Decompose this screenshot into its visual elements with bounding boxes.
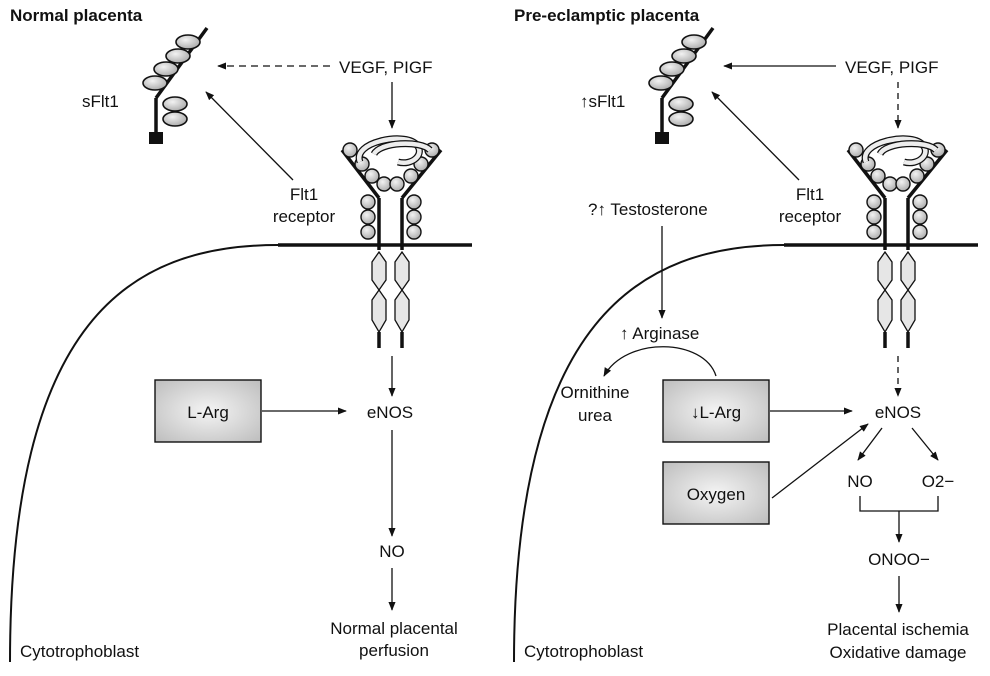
normal-vegf-label: VEGF, PIGF [339,58,433,77]
normal-flt1-label-line1: Flt1 [290,185,318,204]
arginase-label: ↑ Arginase [620,324,699,343]
normal-larg-label: L-Arg [187,403,229,422]
superoxide-label: O2− [922,472,955,491]
normal-panel: Normal placenta sFlt1 VEGF, PIGF Flt1 re… [9,6,472,663]
ornithine-label-line2: urea [578,406,613,425]
normal-title: Normal placenta [10,6,143,25]
preeclamptic-no-label: NO [847,472,873,491]
preeclamptic-larg-box [662,379,770,443]
normal-outcome-line1: Normal placental [330,619,458,638]
preeclamptic-panel: Pre-eclamptic placenta ↑sFlt1 VEGF, PIGF… [513,6,978,663]
oxygen-label: Oxygen [687,485,746,504]
preeclamptic-outcome-line2: Oxidative damage [829,643,966,662]
normal-flt1-label-line2: receptor [273,207,336,226]
enos-to-superoxide-arrow [911,427,939,461]
enos-to-no-arrow [857,427,883,461]
preeclamptic-sflt1-label: ↑sFlt1 [580,92,625,111]
preeclamptic-title: Pre-eclamptic placenta [514,6,700,25]
ornithine-label-line1: Ornithine [561,383,630,402]
oxygen-box [662,461,770,525]
testosterone-label: ?↑ Testosterone [588,200,708,219]
normal-sflt1-molecule [141,26,209,146]
oxygen-to-enos-arrow [771,423,869,499]
preeclamptic-flt1-label-line1: Flt1 [796,185,824,204]
normal-no-label: NO [379,542,405,561]
preeclamptic-cell-label: Cytotrophoblast [524,642,643,661]
normal-cell-label: Cytotrophoblast [20,642,139,661]
normal-outcome-line2: perfusion [359,641,429,660]
preeclamptic-enos-label: eNOS [875,403,921,422]
preeclamptic-receptor-to-sflt1-arrow [711,91,800,181]
peroxynitrite-label: ONOO− [868,550,930,569]
normal-larg-box [154,379,262,443]
normal-cell-boundary [9,244,279,663]
arginase-reaction-arrow [603,346,717,377]
normal-sflt1-label: sFlt1 [82,92,119,111]
preeclamptic-cell-boundary [513,244,785,663]
preeclamptic-flt1-label-line2: receptor [779,207,842,226]
combine-bracket [859,496,939,512]
normal-receptor-to-sflt1-arrow [205,91,294,181]
normal-enos-label: eNOS [367,403,413,422]
preeclamptic-sflt1-molecule [647,26,715,146]
preeclamptic-outcome-line1: Placental ischemia [827,620,969,639]
preeclamptic-vegf-label: VEGF, PIGF [845,58,939,77]
preeclamptic-larg-label: ↓L-Arg [691,403,741,422]
